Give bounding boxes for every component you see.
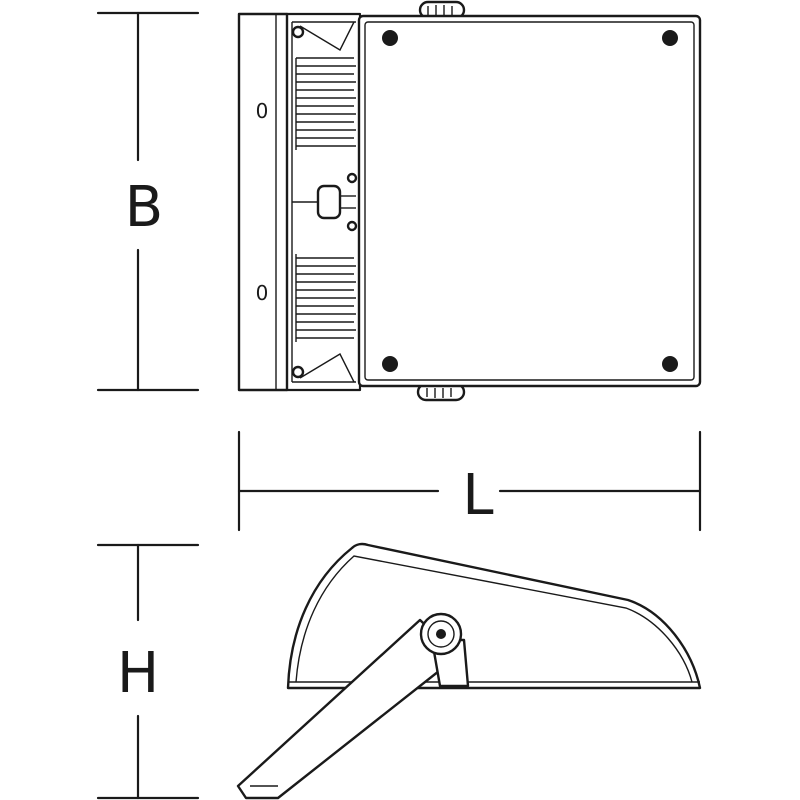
dimension-h: H: [96, 543, 200, 800]
mounting-hole-icon: [662, 30, 678, 46]
top-view: 0 0: [237, 0, 702, 402]
dim-b-label: B: [125, 175, 163, 240]
dim-h-label: H: [117, 641, 159, 706]
dim-l-label: L: [462, 463, 493, 528]
dimension-b: B: [96, 11, 200, 392]
marking-lower: 0: [256, 281, 269, 305]
front-bezel: 0 0: [237, 12, 289, 392]
marking-upper: 0: [256, 99, 269, 123]
dimension-l: L: [237, 430, 702, 532]
pivot-knob: [419, 612, 463, 656]
screw-icon: [291, 365, 305, 379]
heat-sink: [285, 12, 362, 392]
upper-fins: [295, 57, 356, 150]
main-body: [357, 14, 702, 388]
mounting-hole-icon: [382, 30, 398, 46]
mounting-hole-icon: [662, 356, 678, 372]
side-housing: [286, 542, 702, 690]
mounting-hole-icon: [382, 356, 398, 372]
side-view: [236, 542, 702, 800]
center-connector: [292, 172, 358, 232]
screw-icon: [291, 25, 305, 39]
lower-fins: [295, 254, 356, 342]
